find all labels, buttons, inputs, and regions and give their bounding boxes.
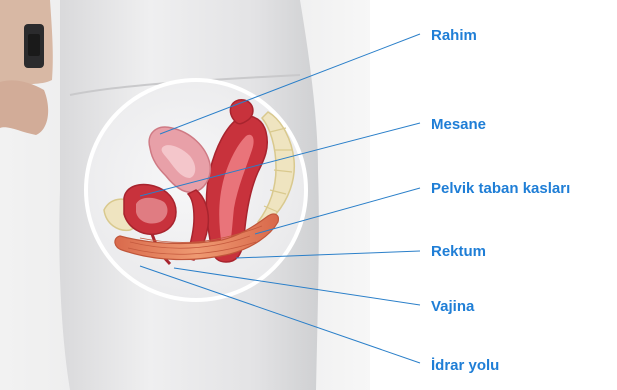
- label-vagina: Vajina: [431, 298, 474, 316]
- watch-screen: [28, 34, 40, 56]
- label-rectum: Rektum: [431, 243, 486, 261]
- label-uterus: Rahim: [431, 27, 477, 45]
- label-bladder: Mesane: [431, 116, 486, 134]
- label-urethra: İdrar yolu: [431, 357, 499, 375]
- label-pelvic-floor: Pelvik taban kasları: [431, 180, 570, 198]
- hand: [0, 80, 48, 135]
- bladder-inner: [136, 198, 167, 224]
